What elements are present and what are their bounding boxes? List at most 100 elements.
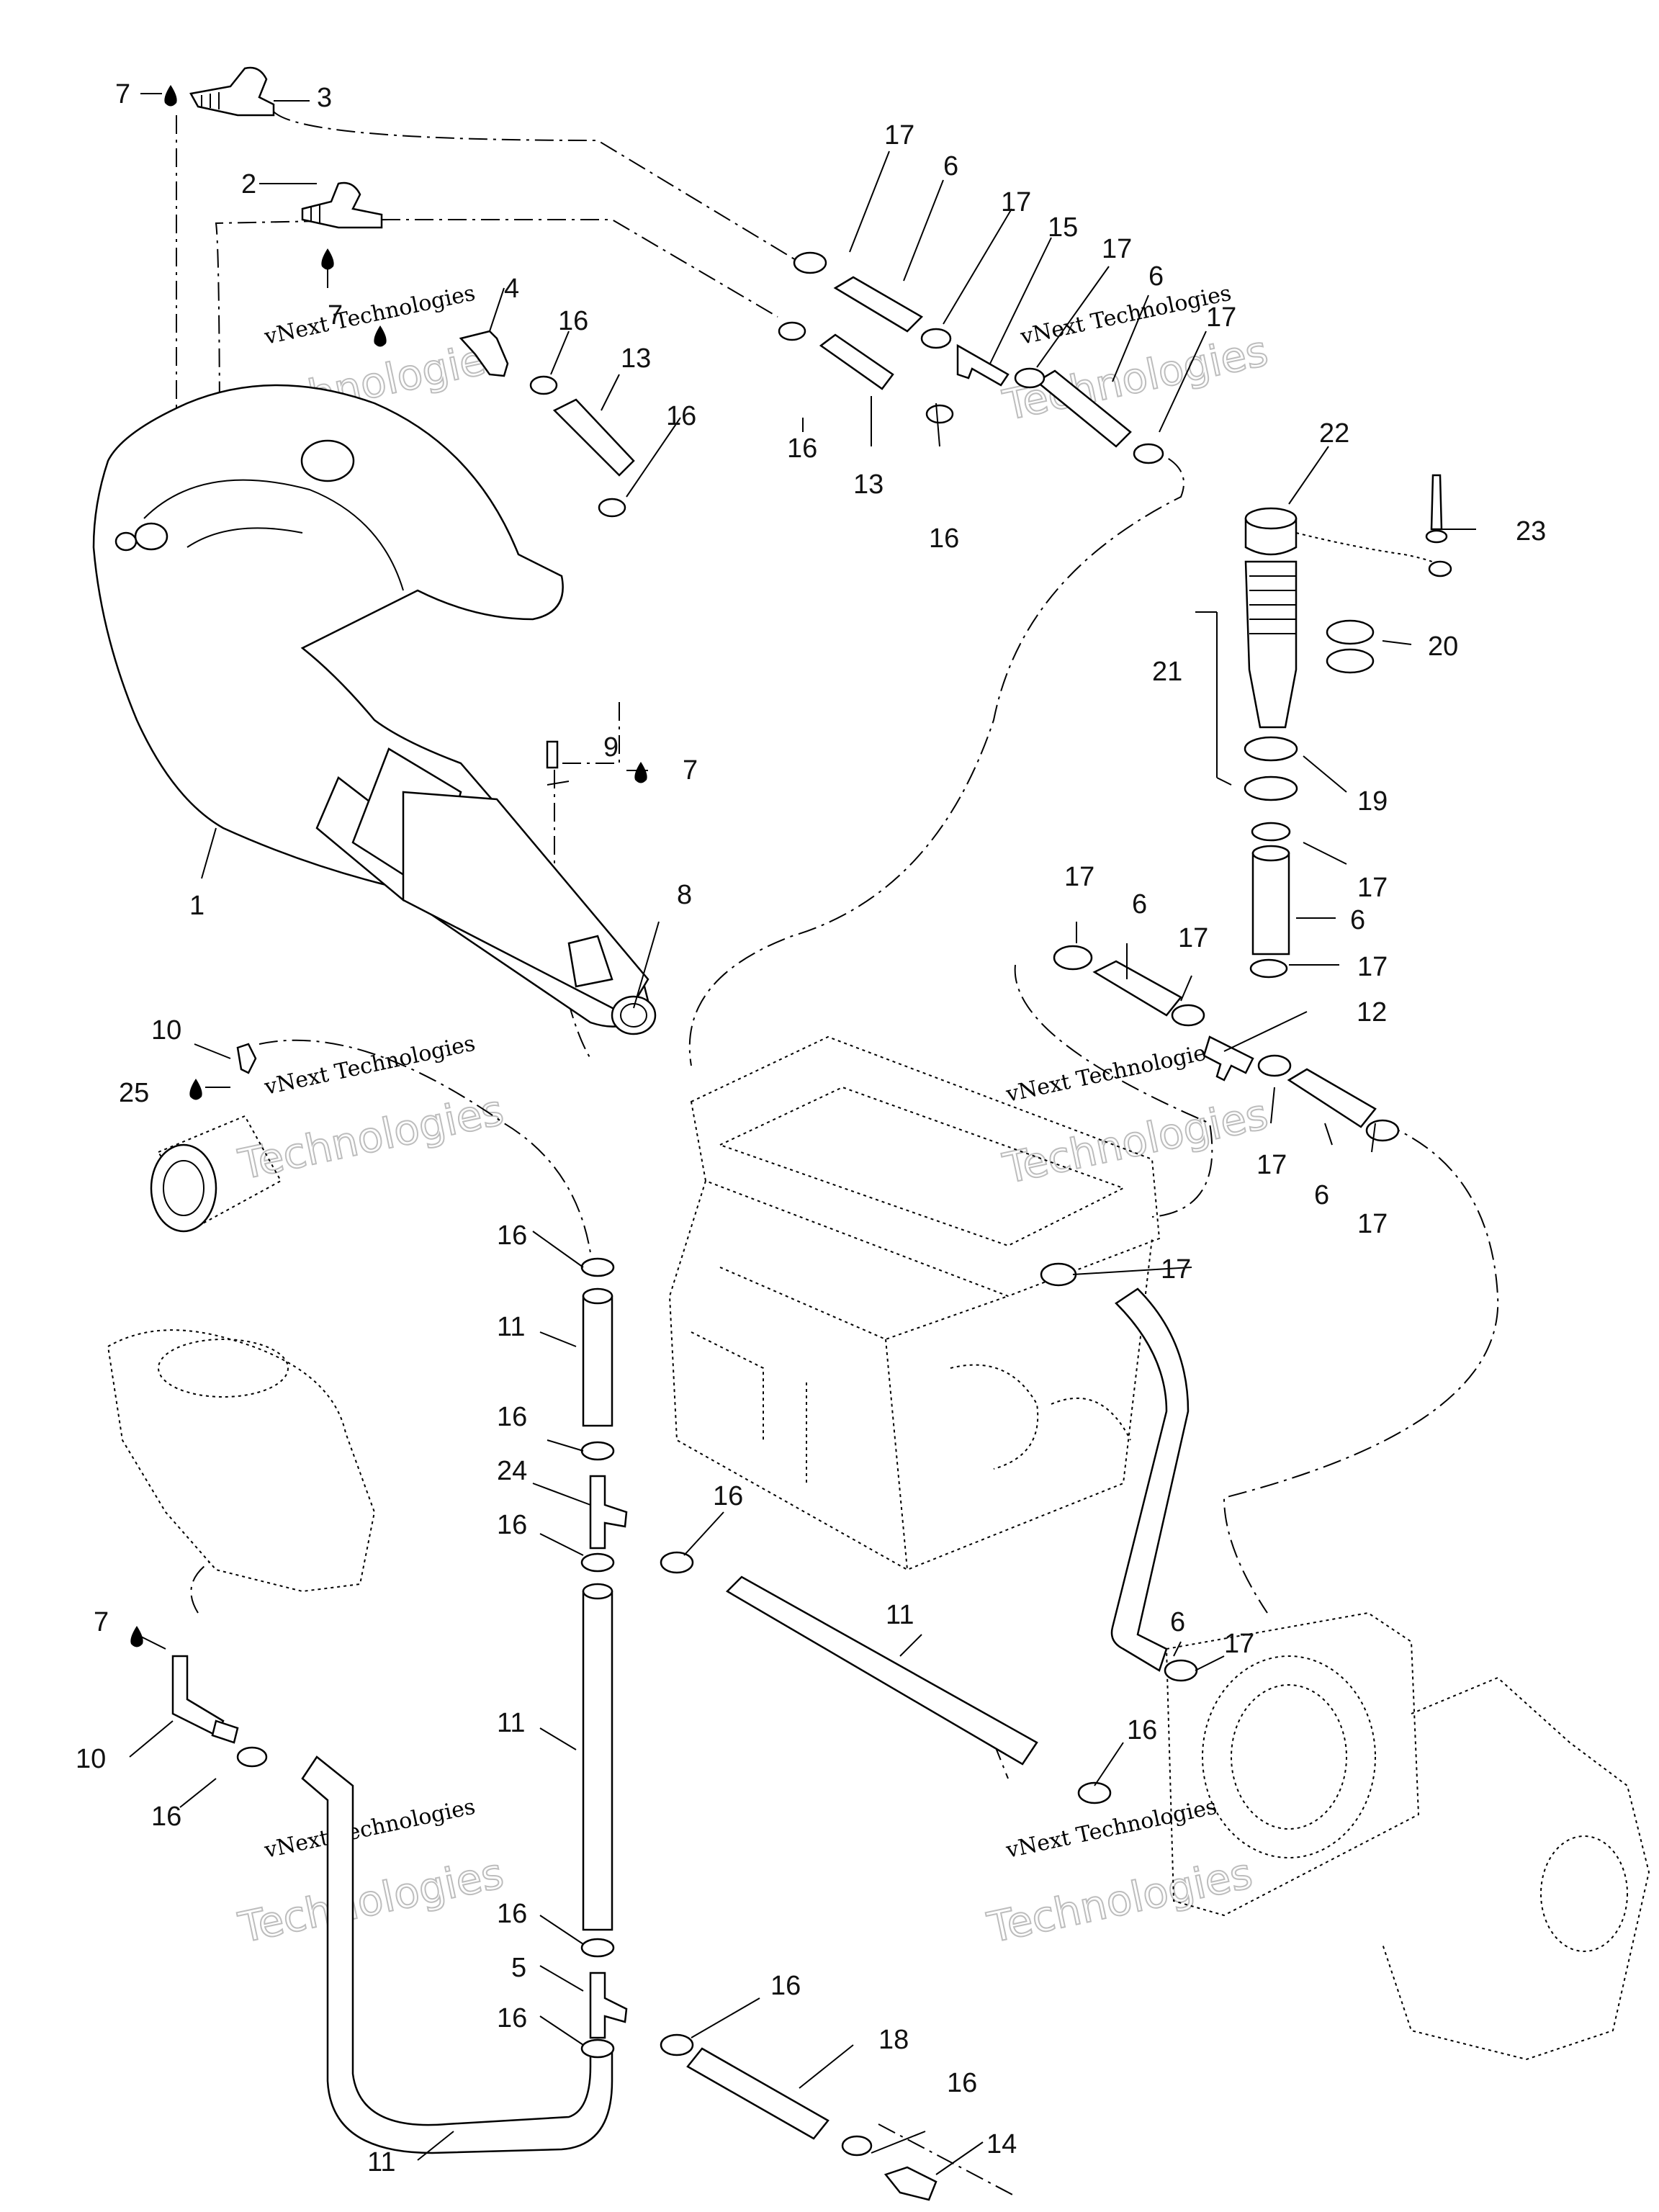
watermark-6-outline: Technologies — [983, 1848, 1256, 1952]
callout-label: 17 — [1178, 923, 1208, 953]
callout-label: 16 — [666, 401, 696, 431]
elbow-fitting-2 — [301, 181, 383, 229]
callout-label: 18 — [878, 2025, 909, 2055]
o-rings-20 — [1326, 619, 1375, 674]
callout-label: 17 — [1357, 952, 1388, 982]
callout-label: 6 — [1314, 1180, 1329, 1210]
hose-11-bottom — [301, 1755, 613, 2154]
strainer — [150, 1043, 282, 1233]
tee-fitting-24 — [589, 1475, 628, 1550]
callout-label: 24 — [497, 1456, 527, 1486]
callout-label: 21 — [1152, 657, 1182, 687]
callout-label: 17 — [1001, 187, 1031, 217]
callout-label: 16 — [770, 1971, 801, 2001]
callout-label: 11 — [367, 2147, 395, 2177]
callout-label: 11 — [497, 1708, 525, 1738]
callout-label: 13 — [853, 469, 884, 500]
washers-19 — [1244, 736, 1298, 842]
callout-label: 16 — [929, 523, 959, 554]
hose-6-top — [833, 276, 924, 333]
callout-label: 16 — [713, 1481, 743, 1511]
tee-group-12 — [1053, 945, 1400, 1142]
callout-label: 16 — [497, 1899, 527, 1929]
watermark-3-text: vNext Technologies — [261, 1031, 477, 1100]
nipple-14 — [884, 2166, 938, 2201]
callout-label: 16 — [151, 1802, 181, 1832]
drop-icon — [374, 325, 387, 347]
watermark-4-outline: Technologies — [999, 1089, 1272, 1193]
watermark-6-text: vNext Technologies — [1003, 1794, 1219, 1863]
drop-icon — [634, 762, 647, 783]
callout-label: 6 — [1148, 261, 1164, 292]
hose-13-center — [819, 333, 894, 390]
elbow-fitting-10-lower — [171, 1655, 239, 1744]
clamps-vertical — [236, 1257, 1198, 2157]
callout-label: 16 — [1127, 1715, 1157, 1745]
callout-label: 2 — [241, 169, 256, 199]
callout-label: 11 — [886, 1600, 914, 1630]
watermark-1-text: vNext Technologies — [261, 281, 477, 350]
elbow-fitting-3 — [189, 66, 275, 117]
callout-label: 17 — [1224, 1629, 1254, 1659]
hose-6-engine — [1110, 1287, 1190, 1672]
hose-11-diagonal — [725, 1575, 1038, 1766]
callout-labels: 7 3 2 7 4 16 13 16 17 6 17 15 17 6 17 16… — [76, 79, 1546, 2177]
drop-icon — [321, 248, 334, 270]
callout-label: 6 — [1132, 889, 1147, 920]
drop-icon — [164, 85, 177, 107]
elbow-fitting-4 — [459, 330, 509, 377]
filler-cap-22 — [1244, 507, 1444, 570]
exhaust-pipe — [92, 384, 657, 1035]
hose-18 — [686, 2047, 830, 2140]
callout-label: 6 — [1170, 1607, 1185, 1637]
callout-label: 7 — [94, 1607, 109, 1637]
callout-label: 7 — [328, 300, 343, 331]
callout-label: 19 — [1357, 786, 1388, 817]
jet-pump-phantom — [107, 1329, 1650, 2061]
callout-label: 11 — [497, 1312, 525, 1342]
callout-label: 3 — [317, 83, 332, 113]
drop-icon-group — [130, 85, 647, 1647]
callout-label: 14 — [986, 2129, 1017, 2159]
callout-label: 6 — [1350, 905, 1365, 935]
tee-fitting-15 — [956, 343, 1010, 387]
callout-label: 13 — [621, 343, 651, 374]
callout-label: 8 — [677, 880, 692, 910]
hose-6-right — [1035, 369, 1132, 448]
callout-label: 16 — [558, 306, 588, 336]
watermark-5-text: vNext Technologies — [261, 1794, 477, 1863]
callout-label: 15 — [1048, 212, 1078, 243]
callout-label: 17 — [1357, 1209, 1388, 1239]
clamp-group-top — [529, 251, 1164, 518]
callout-label: 16 — [497, 2003, 527, 2033]
tee-fitting-5 — [589, 1972, 628, 2039]
hose-6-vertical — [1249, 845, 1290, 979]
plug-9 — [546, 740, 559, 769]
callout-label: 16 — [497, 1220, 527, 1251]
callout-label: 16 — [497, 1402, 527, 1432]
hose-13-left — [552, 398, 635, 477]
callout-label: 9 — [603, 732, 619, 763]
callout-label: 23 — [1516, 516, 1546, 547]
callout-label: 22 — [1319, 418, 1349, 449]
watermark-4-text: vNext Technologies — [1003, 1038, 1219, 1107]
callout-label: 7 — [683, 755, 698, 786]
callout-label: 12 — [1357, 997, 1387, 1028]
callout-label: 17 — [1256, 1150, 1287, 1180]
callout-label: 17 — [1357, 873, 1388, 903]
leader-lines — [129, 93, 1476, 2175]
callout-label: 17 — [1102, 234, 1132, 264]
drop-icon — [130, 1626, 143, 1647]
callout-label: 6 — [943, 151, 958, 181]
watermark-3-outline: Technologies — [234, 1085, 508, 1189]
callout-label: 7 — [115, 79, 130, 109]
callout-label: 1 — [189, 891, 204, 921]
callout-label: 16 — [947, 2068, 977, 2098]
callout-label: 10 — [151, 1015, 181, 1046]
callout-label: 17 — [1161, 1254, 1191, 1285]
drop-icon — [189, 1079, 202, 1100]
callout-label: 17 — [1206, 302, 1236, 333]
hose-11-upper — [582, 1287, 613, 1427]
filler-neck-21 — [1244, 560, 1298, 729]
